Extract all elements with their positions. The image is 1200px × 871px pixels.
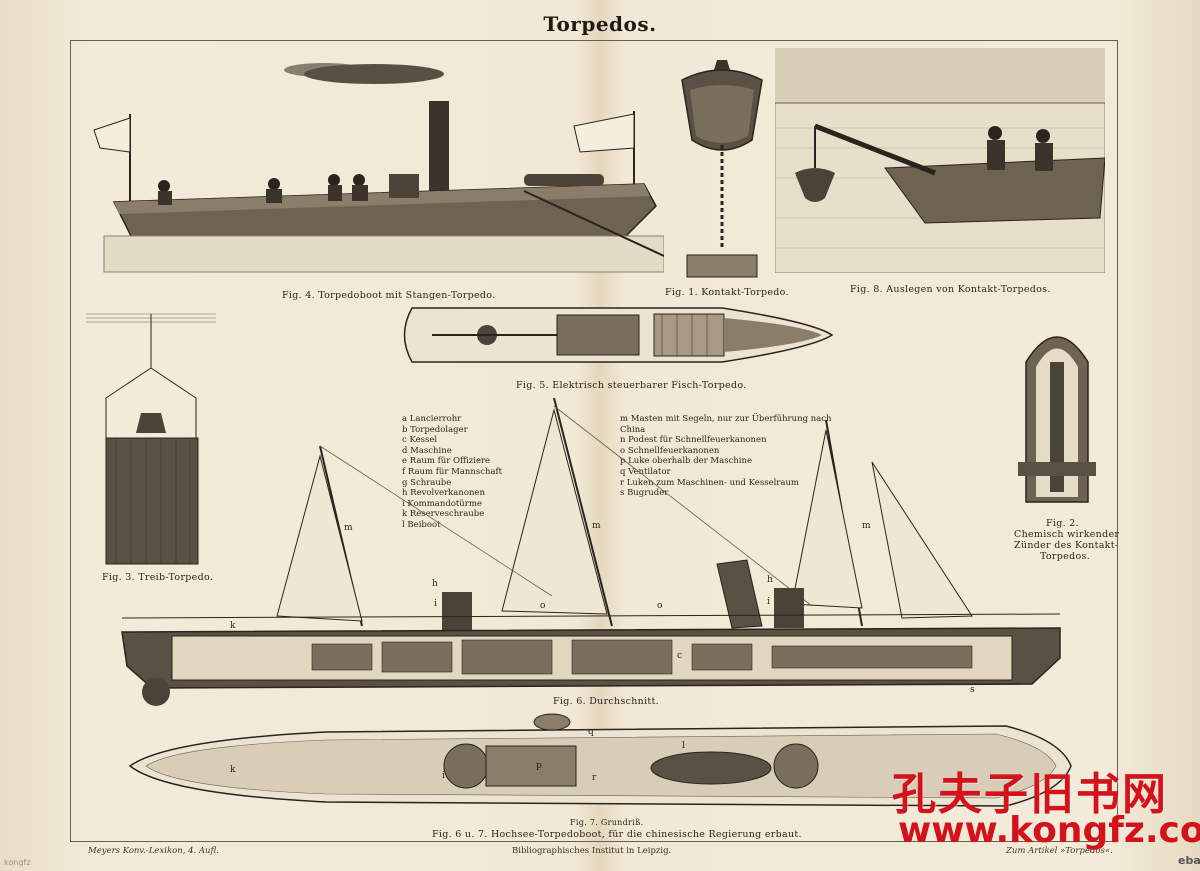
watermark-text: 孔夫子旧书网 [892,769,1168,820]
label-m2: m [592,521,601,531]
legend-item: China [620,424,646,435]
legend-item: d Maschine [402,445,452,456]
legend-item: k Reserveschraube [402,509,485,520]
legend-left: a Lancierrohr b Torpedolager c Kessel d … [402,414,502,531]
fig4-torpedo-boat-illustration [93,63,664,273]
fig2-caption-line3: Zünder des Kontakt- [1014,540,1119,551]
label-c: c [677,651,682,661]
label-l: l [682,741,685,751]
fig67-caption: Fig. 6 u. 7. Hochsee-Torpedoboot, für di… [432,829,802,840]
legend-item: c Kessel [402,435,438,446]
legend-item: n Podest für Schnellfeuerkanonen [620,435,767,446]
label-m3: m [862,521,871,531]
label-i2: i [767,597,770,607]
legend-item: f Raum für Mannschaft [402,466,503,477]
label-r: r [592,773,597,783]
fig7-plan-illustration: k p q r l i [128,713,1072,807]
label-h2: h [767,575,773,585]
legend-item: a Lancierrohr [402,414,462,424]
fig3-caption: Fig. 3. Treib-Torpedo. [102,572,214,583]
legend-item: i Kommandotürme [402,498,482,509]
legend-item: s Bugruder [620,488,669,499]
fig2-caption-line4: Torpedos. [1040,551,1090,562]
label-k1: k [230,621,236,631]
legend-item: b Torpedolager [402,424,468,435]
plate-border [70,40,1118,842]
fig8-caption: Fig. 8. Auslegen von Kontakt-Torpedos. [850,284,1051,295]
footer-center: Bibliographisches Institut in Leipzig. [512,846,672,856]
corner-mark: kongfz [4,858,31,867]
label-h1: h [432,579,438,589]
label-s: s [970,685,975,695]
fig2-igniter-illustration [1018,336,1096,503]
label-m1: m [344,523,353,533]
legend-item: m Masten mit Segeln, nur zur Überführung… [620,414,832,424]
ebay-mark: ebay [1178,854,1200,867]
fig5-fish-torpedo-illustration [403,307,834,363]
legend-item: p Luke oberhalb der Maschine [620,456,753,467]
fig1-caption: Fig. 1. Kontakt-Torpedo. [665,287,789,298]
label-k2: k [230,765,236,775]
legend-item: e Raum für Offiziere [402,456,491,467]
fig5-caption: Fig. 5. Elektrisch steuerbarer Fisch-Tor… [516,380,747,391]
legend-item: q Ventilator [620,466,671,477]
fig4-caption: Fig. 4. Torpedoboot mit Stangen-Torpedo. [282,290,496,301]
fig2-caption-line1: Fig. 2. [1046,518,1079,529]
fig1-contact-torpedo-illustration [681,60,763,278]
legend-item: l Beiboot [402,519,441,530]
legend-item: g Schraube [402,477,452,488]
watermark-url: www.kongfz.com [898,810,1200,851]
label-i3: i [442,771,445,781]
fig6-section-illustration: m m m h h i i o o k c s [121,397,1061,706]
legend-item: h Revolverkanonen [402,488,485,499]
legend-item: o Schnellfeuerkanonen [620,445,720,456]
label-o2: o [657,601,662,611]
plate-title: Torpedos. [543,12,657,36]
label-o1: o [540,601,545,611]
legend-right: m Masten mit Segeln, nur zur Überführung… [620,414,832,499]
fig6-caption: Fig. 6. Durchschnitt. [553,696,659,707]
label-i1: i [434,599,437,609]
fig7-caption: Fig. 7. Grundriß. [570,818,644,827]
fig8-laying-torpedoes-illustration [775,48,1105,273]
footer-right: Zum Artikel »Torpedos«. [1006,846,1113,856]
footer-left: Meyers Konv.-Lexikon, 4. Aufl. [88,846,219,856]
label-q: q [588,727,594,737]
fig3-drift-torpedo-illustration [86,313,216,565]
legend-item: r Luken zum Maschinen- und Kesselraum [620,477,799,488]
label-p: p [536,761,542,771]
fig2-caption-line2: Chemisch wirkender [1014,529,1120,540]
